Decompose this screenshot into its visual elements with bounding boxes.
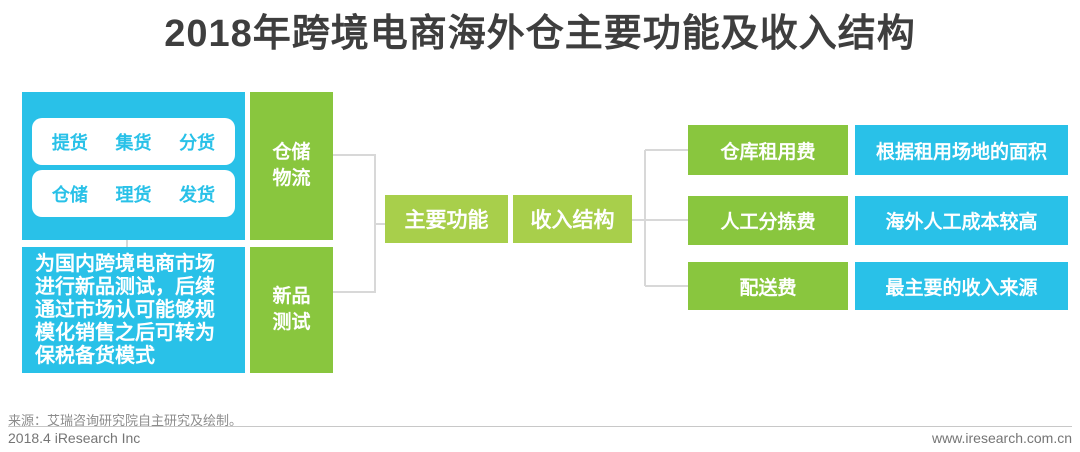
new-product-description-box: 为国内跨境电商市场进行新品测试，后续通过市场认可能够规模化销售之后可转为保税备货… (22, 247, 245, 373)
new-product-test-label: 新品 测试 (250, 247, 333, 373)
functions-pill-row2: 仓储 理货 发货 (32, 170, 235, 217)
storage-logistics-line2: 物流 (272, 168, 311, 189)
fee-warehouse-rent: 仓库租用费 (688, 125, 848, 175)
function-shipping: 发货 (179, 184, 216, 205)
storage-logistics-line1: 仓储 (272, 142, 311, 163)
footer-divider (8, 426, 1072, 427)
functions-pill-row1: 提货 集货 分货 (32, 118, 235, 165)
new-product-test-line2: 测试 (272, 312, 311, 333)
fee-manual-sorting: 人工分拣费 (688, 196, 848, 245)
source-note: 来源：艾瑞咨询研究院自主研究及绘制。 (8, 413, 243, 428)
note-delivery: 最主要的收入来源 (855, 262, 1068, 310)
note-manual-sorting: 海外人工成本较高 (855, 196, 1068, 245)
storage-logistics-label: 仓储 物流 (250, 92, 333, 240)
warehouse-functions-box: 提货 集货 分货 仓储 理货 发货 (22, 92, 245, 240)
function-sorting: 分货 (179, 132, 216, 153)
fee-delivery: 配送费 (688, 262, 848, 310)
function-pickup: 提货 (51, 132, 88, 153)
new-product-test-line1: 新品 (272, 286, 311, 307)
function-storage: 仓储 (51, 184, 88, 205)
new-product-description: 为国内跨境电商市场进行新品测试，后续通过市场认可能够规模化销售之后可转为保税备货… (35, 252, 215, 367)
revenue-structure-hub: 收入结构 (513, 195, 632, 243)
footer-website: www.iresearch.com.cn (931, 430, 1072, 446)
note-warehouse-rent: 根据租用场地的面积 (855, 125, 1068, 175)
main-function-hub: 主要功能 (385, 195, 508, 243)
page-title: 2018年跨境电商海外仓主要功能及收入结构 (164, 13, 916, 55)
function-tally: 理货 (115, 184, 152, 205)
function-consolidation: 集货 (115, 132, 152, 153)
footer-brand: 2018.4 iResearch Inc (8, 430, 141, 446)
